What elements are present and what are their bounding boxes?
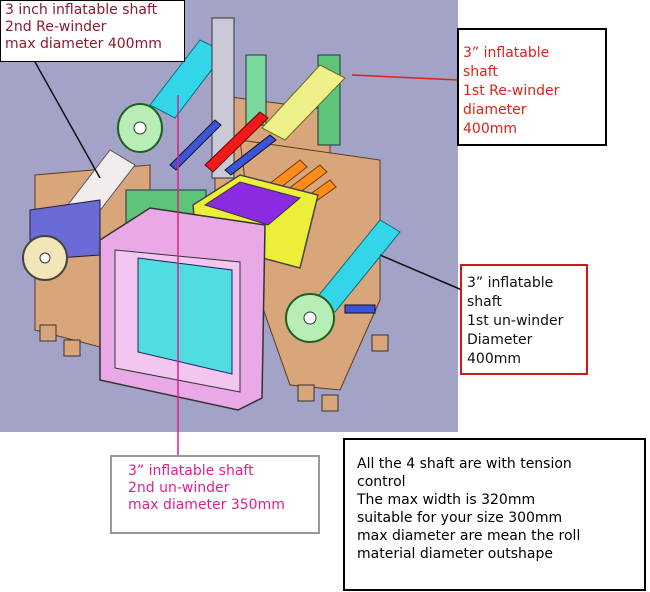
roller-red bbox=[204, 111, 269, 173]
shaft-yellow bbox=[261, 64, 346, 141]
callout-1st-unwinder: 3” inflatable shaft 1st un-winder Diamet… bbox=[460, 264, 588, 375]
roller-blue-2 bbox=[169, 119, 222, 171]
foot-3 bbox=[297, 384, 315, 402]
callout-1st-rewinder: 3” inflatable shaft 1st Re-winder diamet… bbox=[457, 28, 607, 146]
foot-1 bbox=[39, 324, 57, 342]
chuck-hub-top-left bbox=[133, 121, 147, 135]
leader-rewinder2 bbox=[34, 61, 101, 179]
callout-2nd-unwinder: 3” inflatable shaft 2nd un-winder max di… bbox=[110, 455, 320, 534]
chuck-hub-bottom-right bbox=[303, 311, 317, 325]
control-panel-face bbox=[203, 181, 302, 226]
callout-2nd-rewinder: 3 inch inflatable shaft 2nd Re-winder ma… bbox=[0, 0, 185, 62]
leader-unwinder1 bbox=[379, 254, 463, 291]
guard-window bbox=[137, 257, 233, 375]
roller-blue-1 bbox=[224, 134, 277, 176]
foot-5 bbox=[371, 334, 389, 352]
shaft-support-top bbox=[211, 17, 235, 179]
foot-4 bbox=[321, 394, 339, 412]
tension-note: All the 4 shaft are with tension control… bbox=[343, 438, 646, 591]
leader-rewinder1 bbox=[351, 74, 460, 81]
foot-2 bbox=[63, 339, 81, 357]
blue-bracket bbox=[344, 304, 376, 314]
chuck-hub-left bbox=[39, 252, 51, 264]
